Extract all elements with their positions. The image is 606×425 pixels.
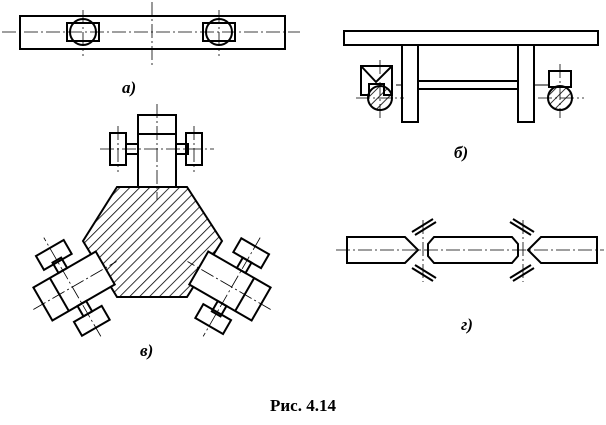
panel-b-right-leg (517, 44, 535, 123)
panel-a-bar (19, 15, 286, 50)
panel-v-right-arm (187, 236, 272, 337)
panel-g-right-segment (526, 236, 598, 264)
panel-b-flat-support (538, 64, 584, 118)
panel-v-left-arm (32, 237, 117, 338)
panel-g-middle-segment (427, 236, 519, 264)
panel-v-hexagon-bar (81, 186, 224, 298)
panel-a-drawing (2, 2, 300, 66)
panel-g-drawing (336, 218, 604, 282)
figure-caption: Рис. 4.14 (270, 396, 336, 415)
panel-a-left-roller (66, 10, 100, 56)
panel-b-left-leg (401, 44, 419, 123)
panel-a-label: а) (122, 78, 137, 97)
panel-g-label: г) (461, 315, 473, 334)
panel-b-top-beam (343, 30, 599, 46)
panel-g-right-guides (509, 218, 535, 282)
panel-g-left-segment (346, 236, 420, 264)
panel-v-label: в) (140, 341, 154, 360)
panel-v-top-arm (100, 104, 214, 200)
panel-a-right-roller (202, 10, 236, 56)
panel-b-v-block (356, 60, 404, 118)
panel-v-drawing (32, 104, 272, 338)
panel-b-drawing (343, 30, 599, 123)
panel-b-label: б) (454, 143, 469, 162)
panel-g-left-guides (411, 218, 437, 282)
